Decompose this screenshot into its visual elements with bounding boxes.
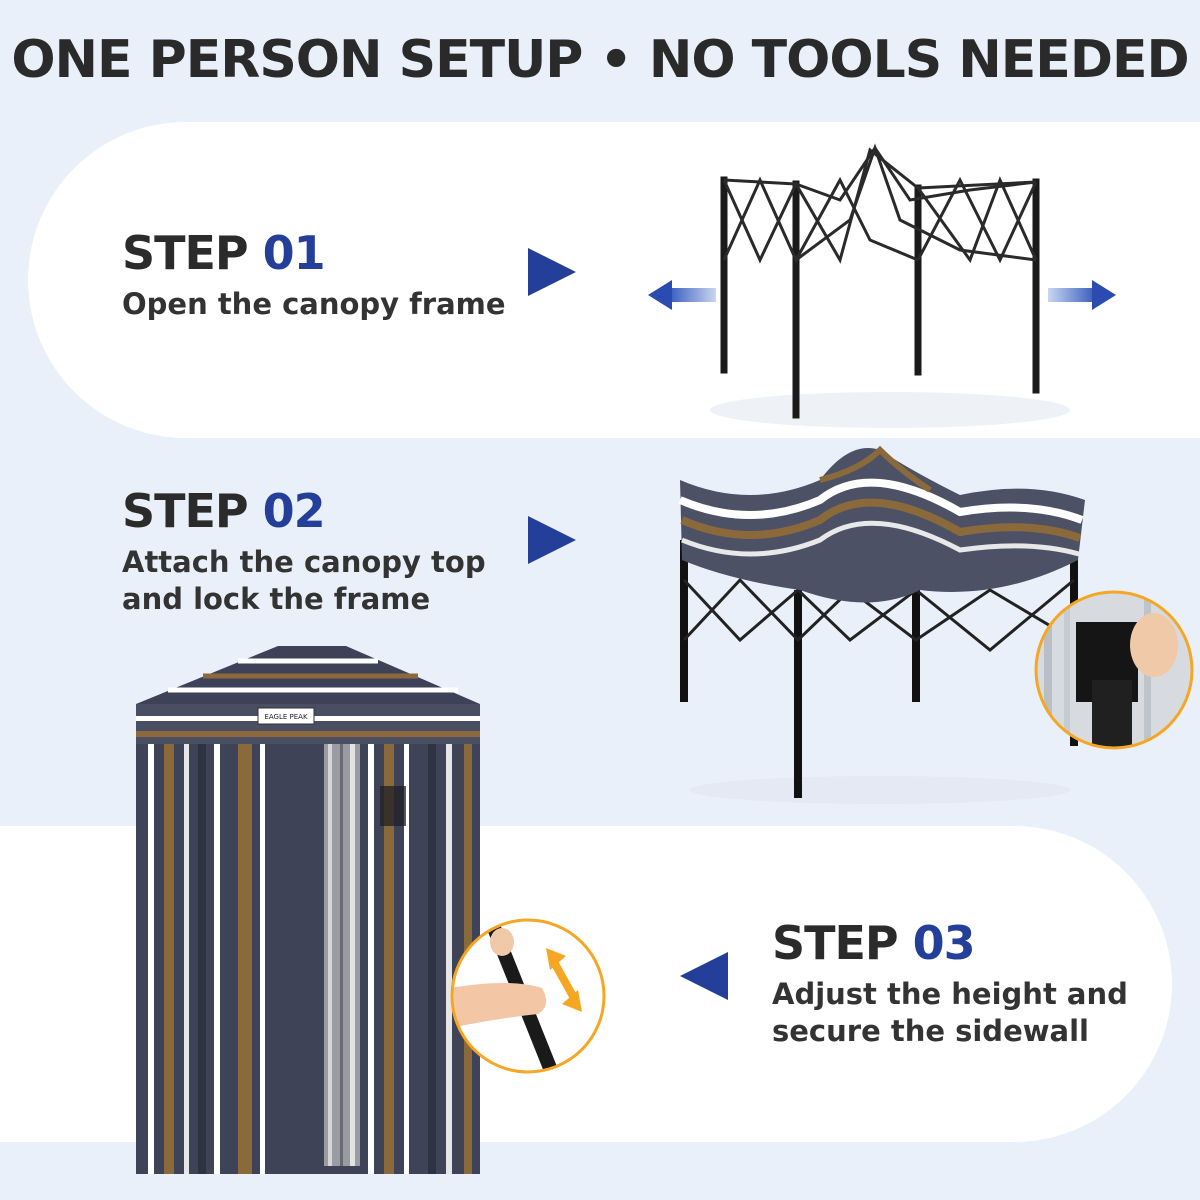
strap-detail-zoom: [1034, 590, 1194, 750]
brand-tag: EAGLE PEAK: [264, 713, 307, 721]
tent-illustration: EAGLE PEAK: [136, 646, 480, 1174]
step-02-description-line2: and lock the frame: [122, 582, 431, 616]
step-01-panel: [28, 122, 1200, 438]
step-02-label: STEP: [122, 484, 249, 538]
step-03-heading: STEP 03: [772, 916, 1128, 970]
expand-arrow-right-icon: [1048, 280, 1116, 310]
height-adjust-arrow-icon: [546, 948, 582, 1012]
play-arrow-right-icon: [528, 248, 576, 296]
step-02-description-line1: Attach the canopy top: [122, 545, 486, 579]
step-01-number: 01: [262, 226, 326, 280]
canopy-frame-illustration: [710, 143, 1070, 428]
page-title: ONE PERSON SETUP • NO TOOLS NEEDED: [11, 30, 1189, 90]
step-03-label: STEP: [772, 916, 899, 970]
step-03-description-line2: secure the sidewall: [772, 1014, 1089, 1048]
play-arrow-left-icon: [680, 952, 728, 1000]
step-01-description: Open the canopy frame: [122, 287, 506, 321]
play-arrow-right-icon: [528, 516, 576, 564]
step-01-label: STEP: [122, 226, 249, 280]
step-01-heading: STEP 01: [122, 226, 506, 280]
step-03-number: 03: [912, 916, 976, 970]
step-02-number: 02: [262, 484, 326, 538]
step-02-heading: STEP 02: [122, 484, 486, 538]
height-adjust-zoom: [450, 918, 606, 1074]
expand-arrow-left-icon: [648, 280, 716, 310]
step-01-text: STEP 01 Open the canopy frame: [122, 226, 506, 323]
step-03-description-line1: Adjust the height and: [772, 977, 1128, 1011]
